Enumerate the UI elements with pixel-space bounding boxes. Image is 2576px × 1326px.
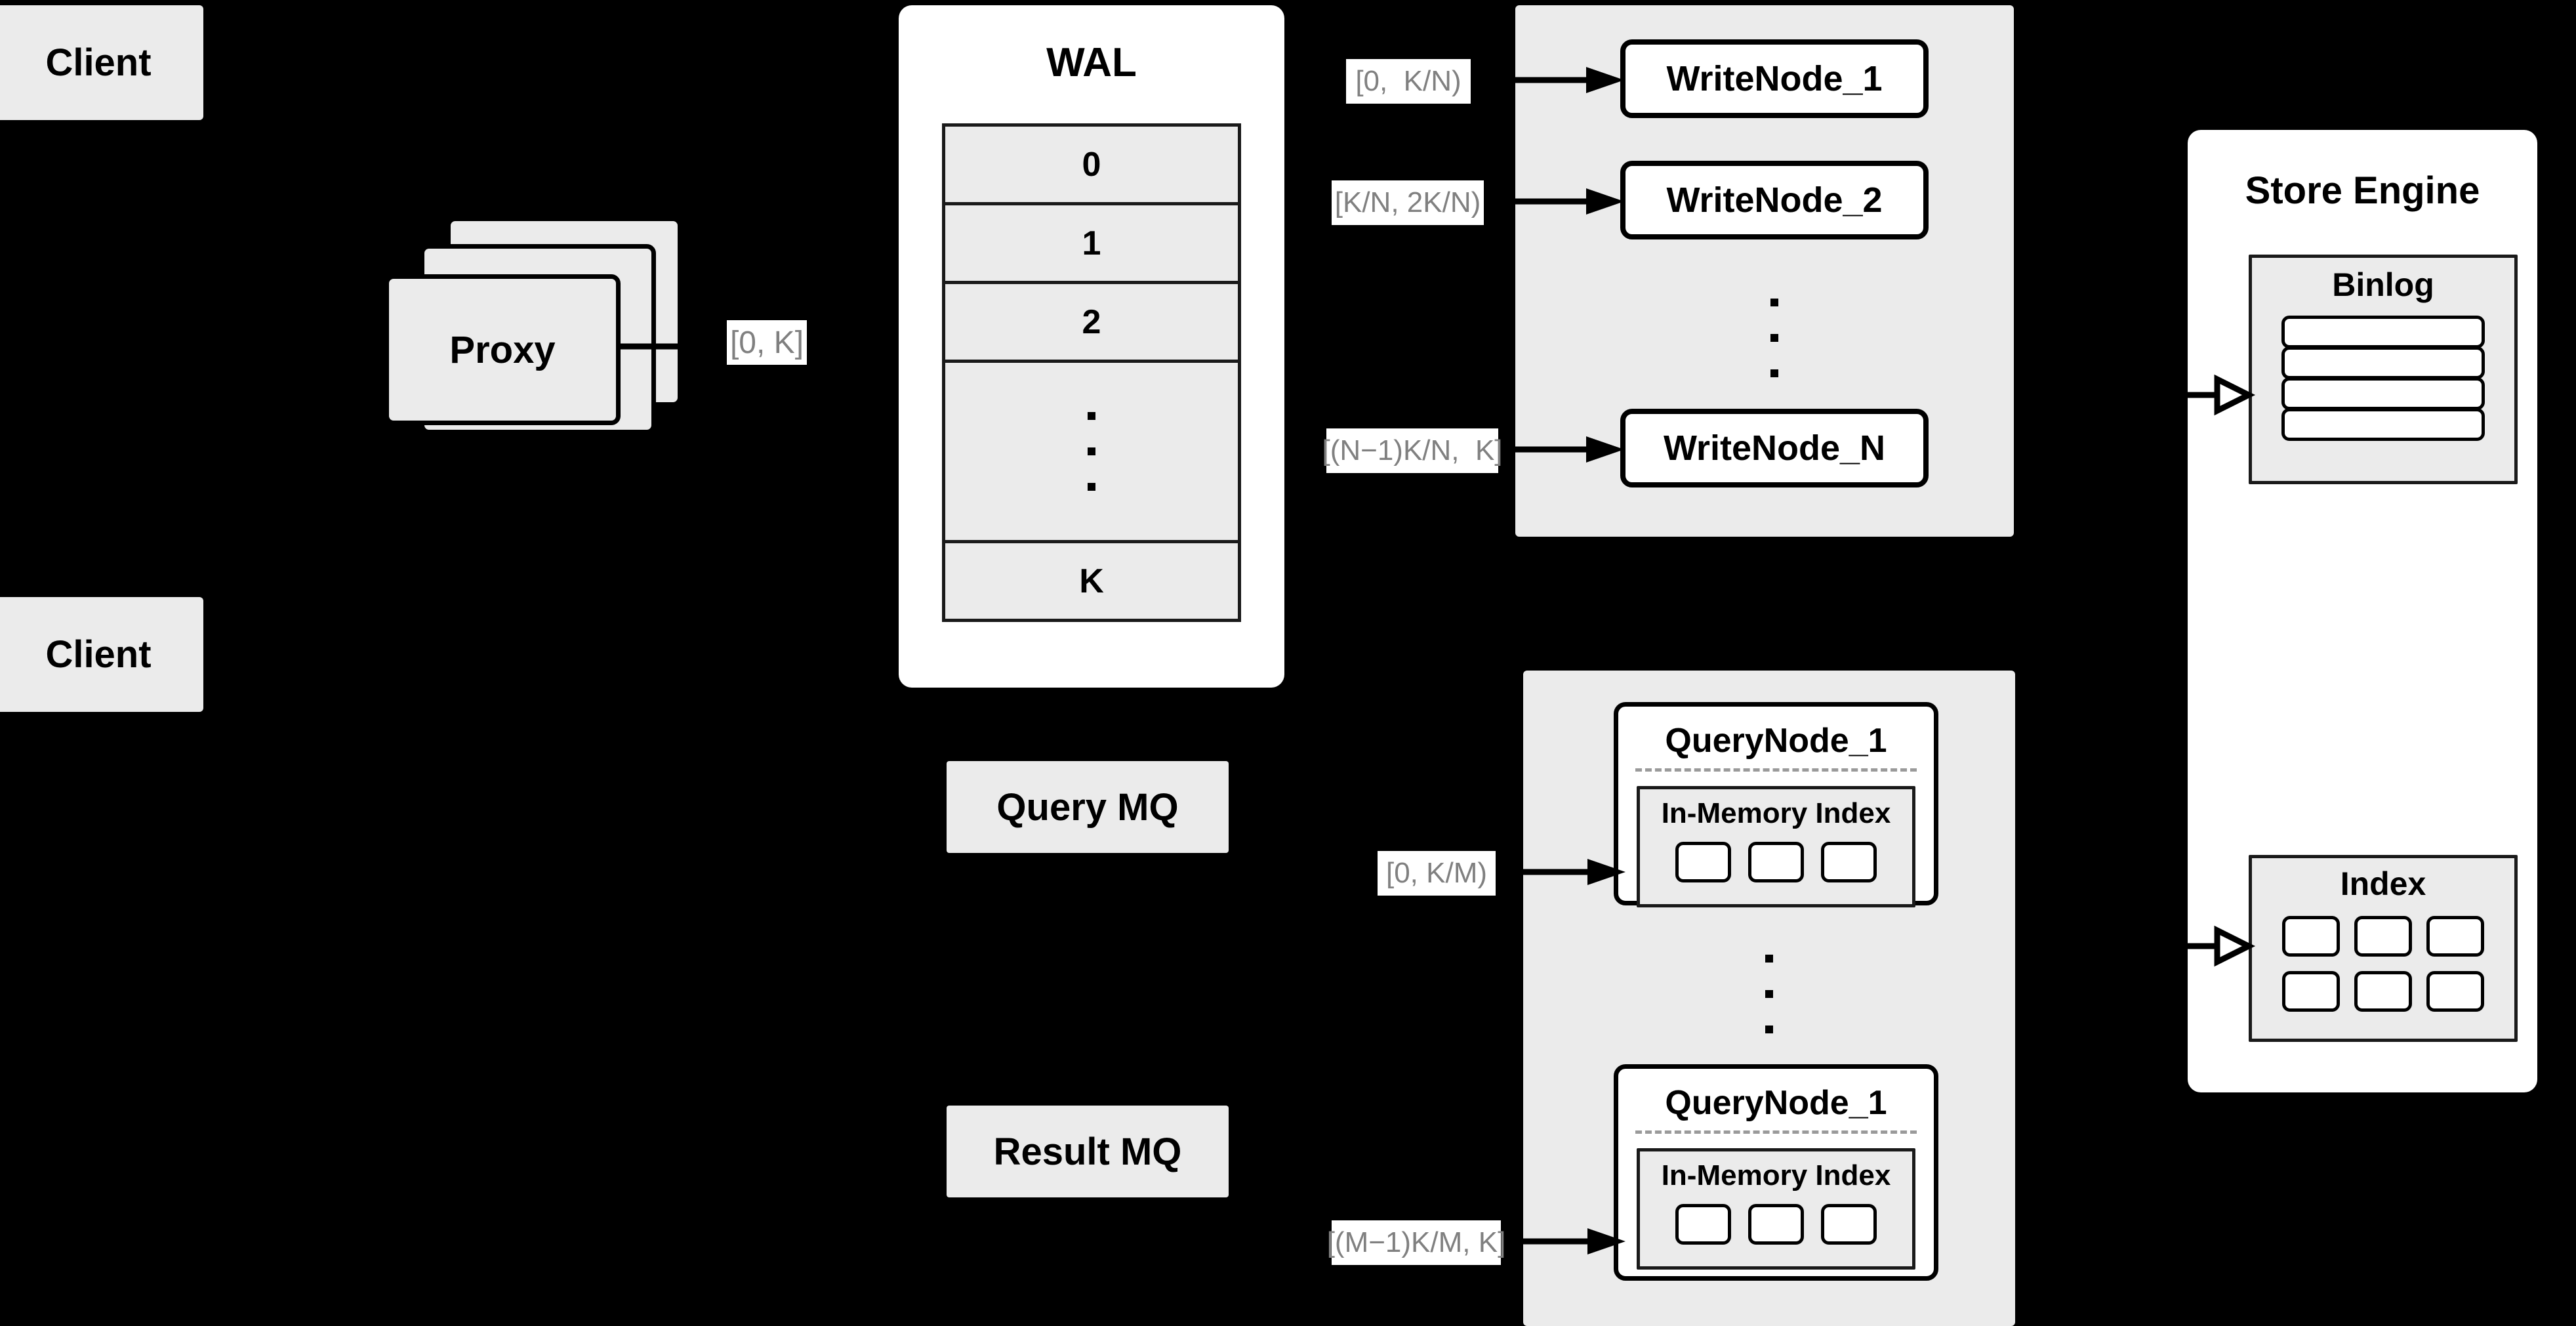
arrow-wal-to-write-n bbox=[1515, 436, 1624, 463]
query-node-m-divider bbox=[1635, 1130, 1917, 1134]
index-cell[interactable] bbox=[2426, 971, 2484, 1012]
index-segment[interactable] bbox=[1675, 842, 1731, 882]
wal-row-ellipsis bbox=[945, 363, 1238, 543]
client-box-2[interactable]: Client bbox=[0, 597, 203, 712]
wal-row-label: K bbox=[1079, 562, 1104, 600]
binlog-box: Binlog bbox=[2249, 255, 2518, 484]
edge-label-wal-to-write-n: [(N−1)K/N, K] bbox=[1322, 428, 1503, 473]
binlog-entry[interactable] bbox=[2281, 316, 2485, 348]
write-node-2-label: WriteNode_2 bbox=[1666, 180, 1883, 220]
store-engine-title-text: Store Engine bbox=[2245, 169, 2480, 212]
write-node-1[interactable]: WriteNode_1 bbox=[1620, 39, 1929, 118]
index-segment[interactable] bbox=[1675, 1204, 1731, 1245]
write-node-n-label: WriteNode_N bbox=[1663, 428, 1886, 468]
store-engine-title: Store Engine bbox=[2188, 164, 2537, 217]
write-node-2[interactable]: WriteNode_2 bbox=[1620, 161, 1929, 239]
arrow-wal-to-write-2 bbox=[1515, 188, 1624, 215]
in-memory-index-m: In-Memory Index bbox=[1637, 1148, 1915, 1270]
wal-row[interactable]: 2 bbox=[945, 284, 1238, 363]
wal-row-label: 1 bbox=[1082, 224, 1101, 262]
edge-label-wal-to-write-2: [K/N, 2K/N) bbox=[1332, 180, 1484, 225]
result-mq-box[interactable]: Result MQ bbox=[947, 1106, 1229, 1197]
in-memory-index-title-text: In-Memory Index bbox=[1661, 797, 1891, 829]
edge-label-mq-to-query-m: [(M−1)K/M, K] bbox=[1327, 1220, 1505, 1265]
query-node-m-title: QueryNode_1 bbox=[1618, 1083, 1934, 1123]
wal-title-text: WAL bbox=[1046, 39, 1137, 85]
in-memory-index-m-title: In-Memory Index bbox=[1640, 1159, 1912, 1192]
client-label-1: Client bbox=[45, 41, 152, 84]
index-segment[interactable] bbox=[1748, 842, 1804, 882]
index-segment[interactable] bbox=[1821, 842, 1877, 882]
index-cell[interactable] bbox=[2282, 916, 2340, 957]
proxy-box[interactable]: Proxy bbox=[384, 274, 621, 425]
arrow-to-index bbox=[2186, 925, 2256, 967]
wal-row[interactable]: 0 bbox=[945, 127, 1238, 205]
index-cell[interactable] bbox=[2426, 916, 2484, 957]
edge-label-wal-to-write-1: [0, K/N) bbox=[1346, 59, 1471, 104]
index-cell[interactable] bbox=[2354, 916, 2412, 957]
index-cell[interactable] bbox=[2282, 971, 2340, 1012]
binlog-title-text: Binlog bbox=[2332, 266, 2434, 303]
arrow-wal-to-write-1 bbox=[1515, 67, 1624, 93]
query-node-m[interactable]: QueryNode_1 In-Memory Index bbox=[1614, 1064, 1938, 1281]
write-cluster-ellipsis-icon bbox=[1751, 269, 1797, 407]
binlog-entry[interactable] bbox=[2281, 346, 2485, 379]
query-mq-label: Query MQ bbox=[996, 785, 1179, 829]
query-node-title-text: QueryNode_1 bbox=[1665, 1084, 1887, 1122]
query-node-title-text: QueryNode_1 bbox=[1665, 722, 1887, 760]
proxy-to-wal-connector bbox=[617, 343, 722, 350]
binlog-entry[interactable] bbox=[2281, 408, 2485, 441]
query-cluster-ellipsis-icon bbox=[1746, 925, 1792, 1063]
edge-label-text: [K/N, 2K/N) bbox=[1334, 186, 1481, 218]
vertical-ellipsis-icon bbox=[1088, 398, 1095, 505]
query-mq-box[interactable]: Query MQ bbox=[947, 761, 1229, 853]
wal-row[interactable]: K bbox=[945, 543, 1238, 619]
index-title-text: Index bbox=[2340, 865, 2426, 902]
in-memory-index-title-text: In-Memory Index bbox=[1661, 1159, 1891, 1191]
edge-label-text: [(N−1)K/N, K] bbox=[1322, 434, 1503, 466]
client-label-2: Client bbox=[45, 633, 152, 676]
wal-row-label: 2 bbox=[1082, 302, 1101, 341]
write-node-1-label: WriteNode_1 bbox=[1666, 59, 1883, 98]
wal-table: 0 1 2 K bbox=[942, 123, 1241, 622]
proxy-label: Proxy bbox=[449, 328, 556, 371]
query-node-1-divider bbox=[1635, 768, 1917, 772]
binlog-entry[interactable] bbox=[2281, 377, 2485, 410]
client-box-1[interactable]: Client bbox=[0, 5, 203, 120]
in-memory-index-1: In-Memory Index bbox=[1637, 786, 1915, 907]
arrow-to-binlog bbox=[2186, 374, 2256, 416]
index-box: Index bbox=[2249, 855, 2518, 1042]
index-segment[interactable] bbox=[1748, 1204, 1804, 1245]
arrow-mq-to-query-m bbox=[1523, 1228, 1625, 1254]
write-node-n[interactable]: WriteNode_N bbox=[1620, 409, 1929, 487]
index-title: Index bbox=[2252, 865, 2514, 903]
edge-label-proxy-to-wal: [0, K] bbox=[727, 320, 807, 365]
wal-title: WAL bbox=[899, 36, 1284, 89]
arrow-mq-to-query-1 bbox=[1523, 859, 1625, 885]
query-node-1[interactable]: QueryNode_1 In-Memory Index bbox=[1614, 702, 1938, 907]
edge-label-text: [(M−1)K/M, K] bbox=[1326, 1226, 1506, 1258]
edge-label-text: [0, K/M) bbox=[1385, 857, 1488, 889]
wal-row-label: 0 bbox=[1082, 145, 1101, 184]
result-mq-label: Result MQ bbox=[993, 1130, 1182, 1173]
in-memory-index-1-title: In-Memory Index bbox=[1640, 797, 1912, 830]
index-segment[interactable] bbox=[1821, 1204, 1877, 1245]
edge-label-text: [0, K/N) bbox=[1355, 65, 1462, 97]
edge-label-mq-to-query-1: [0, K/M) bbox=[1378, 851, 1496, 896]
index-cell[interactable] bbox=[2354, 971, 2412, 1012]
wal-row[interactable]: 1 bbox=[945, 205, 1238, 284]
query-node-1-title: QueryNode_1 bbox=[1618, 721, 1934, 760]
binlog-title: Binlog bbox=[2252, 266, 2514, 304]
edge-label-text: [0, K] bbox=[729, 325, 804, 360]
